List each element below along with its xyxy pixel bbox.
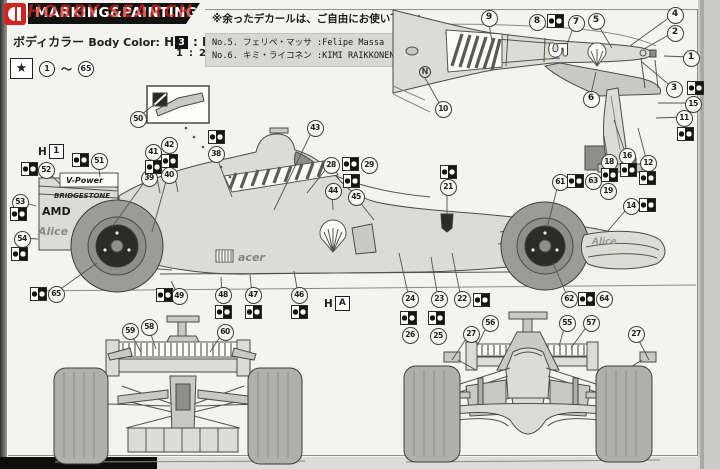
bottom-border-line xyxy=(8,455,698,456)
shell-logo-icon xyxy=(319,219,347,253)
scan-edge-right xyxy=(698,0,720,469)
top-border-line xyxy=(205,9,697,10)
range-tilde: ～ xyxy=(61,62,72,76)
rear-right-tire xyxy=(247,367,303,465)
scan-edge-bottom xyxy=(0,457,700,469)
scan-edge-left xyxy=(0,0,7,469)
hobbysearch-logo-icon xyxy=(4,3,26,25)
front-wing-endplate-detail-drawing xyxy=(584,87,643,173)
front-wheel xyxy=(500,201,590,291)
mirror-detail-inset xyxy=(146,85,232,179)
barcode-decal xyxy=(215,249,234,263)
driver-line-2: No.6. キミ・ライコネン :KIMI RAIKKONEN xyxy=(212,51,395,61)
star-marking-icon: ★ xyxy=(10,58,33,79)
front-left-tire xyxy=(403,365,461,463)
rear-left-tire xyxy=(53,367,109,465)
rear-wheel xyxy=(70,199,164,293)
right-border-line xyxy=(697,9,698,456)
front-view-drawing xyxy=(403,311,661,463)
rear-view-drawing xyxy=(53,315,306,465)
paint-colon: : xyxy=(193,35,198,49)
body-color-label-jp: ボディカラー xyxy=(13,35,85,49)
mix-ratio: 1:2 xyxy=(176,48,206,59)
leftover-decal-note: ※余ったデカールは、ご自由にお使い下さい。 xyxy=(212,13,433,25)
range-to: 65 xyxy=(78,60,94,77)
front-right-tire xyxy=(595,365,653,463)
range-from: 1 xyxy=(39,60,55,77)
decal-number-range: ★ 1 ～ 65 xyxy=(10,58,94,79)
section-title-banner: MARKING&PAINTING xyxy=(28,3,200,24)
ferrari-shield-icon xyxy=(440,213,454,233)
paint-prefix-1: H xyxy=(164,35,175,49)
watermark-text: HOBBY SEARCH xyxy=(27,2,194,22)
section-title: MARKING&PAINTING xyxy=(35,5,198,21)
paint-code-chip-1: 3 xyxy=(175,36,188,49)
body-color-label-en: Body Color: xyxy=(88,36,160,49)
driver-line-1: No.5. フェリペ・マッサ :Felipe Massa xyxy=(212,38,385,48)
side-view-drawing xyxy=(29,85,697,293)
